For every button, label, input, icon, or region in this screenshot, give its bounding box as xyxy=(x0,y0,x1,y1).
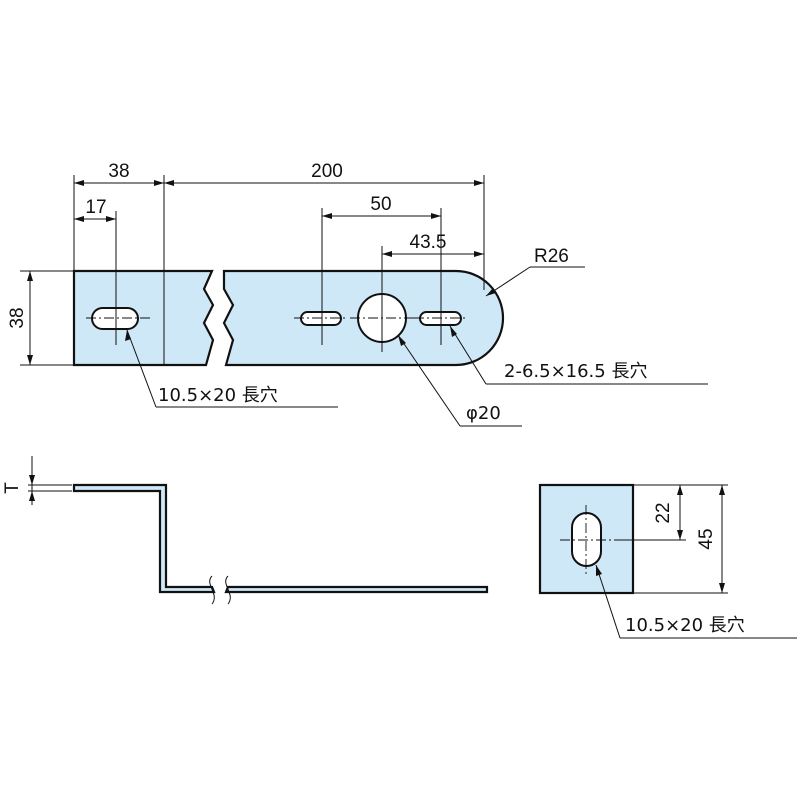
bracket-profile-lower xyxy=(224,585,489,594)
end-view: 22 45 10.5×20 長穴 xyxy=(538,483,797,639)
arrowhead xyxy=(719,485,725,495)
label-end-slot: 10.5×20 長穴 xyxy=(625,615,745,636)
arrowhead xyxy=(677,485,683,495)
arrowhead xyxy=(27,271,33,281)
top-view: 38 200 17 50 43.5 38 R26 xyxy=(7,161,708,427)
arrowhead xyxy=(74,180,84,186)
side-view: T xyxy=(2,456,489,605)
end-slot xyxy=(571,512,602,567)
dim-45: 45 xyxy=(696,528,717,549)
arrowhead xyxy=(398,335,406,346)
arrowhead xyxy=(125,330,131,341)
leader-line xyxy=(126,329,157,408)
leader-line xyxy=(595,564,621,639)
dim-17: 17 xyxy=(85,197,106,218)
arrowhead xyxy=(154,180,164,186)
arrowhead xyxy=(29,475,35,485)
dim-50: 50 xyxy=(370,194,391,215)
label-left-slot: 10.5×20 長穴 xyxy=(158,385,278,406)
small-slot-1 xyxy=(300,311,342,326)
arrowhead xyxy=(450,326,457,337)
leader-line xyxy=(397,334,461,427)
break-mark xyxy=(225,575,231,605)
dim-thickness-t: T xyxy=(2,482,23,494)
dim-r26: R26 xyxy=(534,246,569,267)
dim-43-5: 43.5 xyxy=(410,232,447,253)
arrowhead xyxy=(719,583,725,593)
left-slot xyxy=(91,307,139,330)
arrowhead xyxy=(474,180,484,186)
label-right-slots: 2-6.5×16.5 長穴 xyxy=(504,361,647,382)
label-round-hole: φ20 xyxy=(466,403,501,424)
arrowhead xyxy=(27,355,33,365)
arrowhead xyxy=(677,530,683,540)
dim-38-height: 38 xyxy=(7,307,28,328)
arrowhead xyxy=(596,565,602,576)
arrowhead xyxy=(431,213,441,219)
arrowhead xyxy=(322,213,332,219)
arrowhead xyxy=(74,216,84,222)
dim-22: 22 xyxy=(653,502,674,523)
dim-200: 200 xyxy=(311,161,343,182)
dim-38-top: 38 xyxy=(108,161,129,182)
arrowhead xyxy=(486,288,496,296)
arrowhead xyxy=(29,491,35,501)
leader-line xyxy=(449,325,487,385)
break-mark xyxy=(209,575,215,605)
arrowhead xyxy=(106,216,116,222)
bracket-profile-upper xyxy=(72,483,216,594)
arrowhead xyxy=(164,180,174,186)
arrowhead xyxy=(382,251,392,257)
arrowhead xyxy=(474,251,484,257)
